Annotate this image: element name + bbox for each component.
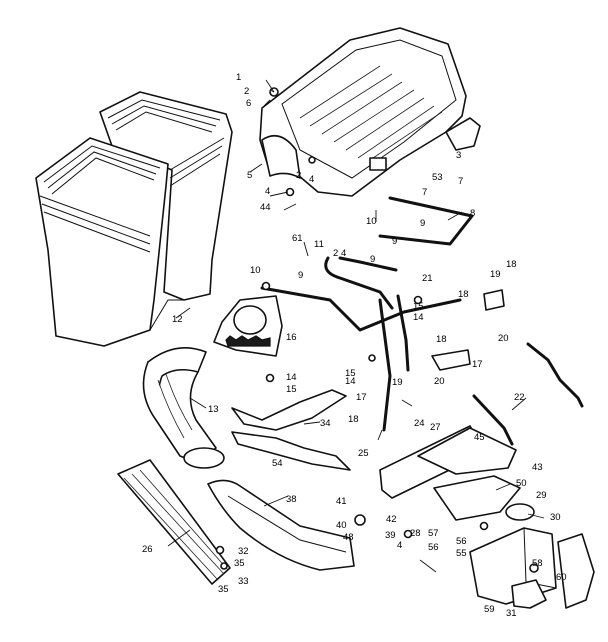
callout-59: 59 [484, 604, 495, 615]
callout-18c: 18 [436, 334, 447, 345]
catcher-cover [259, 27, 481, 197]
callout-32: 32 [238, 546, 249, 557]
callout-25: 25 [358, 448, 369, 459]
callout-54: 54 [272, 458, 283, 469]
callout-8: 8 [470, 208, 475, 219]
callout-30: 30 [550, 512, 561, 523]
callout-24: 24 [414, 418, 425, 429]
callout-13: 13 [208, 404, 219, 415]
callout-22: 22 [514, 392, 525, 403]
callout-55: 55 [456, 548, 467, 559]
callout-14b: 14 [345, 376, 356, 387]
callout-10a: 10 [366, 216, 377, 227]
callout-3: 3 [456, 150, 461, 161]
mounting-plate [213, 295, 283, 357]
callout-26: 26 [142, 544, 153, 555]
callout-15c: 15 [413, 301, 424, 312]
callout-1: 1 [236, 72, 241, 83]
callout-45: 45 [474, 432, 485, 443]
callout-48: 48 [343, 532, 354, 543]
callout-14a: 14 [286, 372, 297, 383]
callout-33: 33 [238, 576, 249, 587]
callout-19b: 19 [392, 377, 403, 388]
callout-9a: 9 [420, 218, 425, 229]
callout-17b: 17 [472, 359, 483, 370]
callout-58: 58 [532, 558, 543, 569]
blades [231, 389, 351, 471]
callout-7b: 7 [422, 187, 427, 198]
lift-rods [260, 196, 584, 446]
fasteners [215, 87, 539, 573]
callout-4d: 4 [397, 540, 402, 551]
callout-38: 38 [286, 494, 297, 505]
callout-56b: 56 [428, 542, 439, 553]
callout-53: 53 [432, 172, 443, 183]
leader-lines [167, 79, 545, 573]
callout-9b: 9 [392, 236, 397, 247]
callout-2b: 2 [296, 170, 301, 181]
callout-43: 43 [532, 462, 543, 473]
callout-2c: 2 [333, 248, 338, 259]
callout-50: 50 [516, 478, 527, 489]
callout-56a: 56 [456, 536, 467, 547]
grass-bags [35, 91, 233, 347]
elbow-chute [142, 346, 225, 469]
callout-61: 61 [292, 233, 303, 244]
callout-41: 41 [336, 496, 347, 507]
callout-35a: 35 [234, 558, 245, 569]
callout-7a: 7 [458, 176, 463, 187]
callout-18a: 18 [506, 259, 517, 270]
chute-section [207, 479, 355, 571]
callout-20a: 20 [498, 333, 509, 344]
adapter-housing [469, 503, 595, 609]
callout-34: 34 [320, 418, 331, 429]
callout-40: 40 [336, 520, 347, 531]
callout-4a: 4 [265, 186, 270, 197]
callout-18d: 18 [348, 414, 359, 425]
callout-19a: 19 [490, 269, 501, 280]
callout-20b: 20 [434, 376, 445, 387]
callout-18b: 18 [458, 289, 469, 300]
callout-27: 27 [430, 422, 441, 433]
callout-28: 28 [410, 528, 421, 539]
callout-44: 44 [260, 202, 271, 213]
callout-6: 6 [246, 98, 251, 109]
callout-29: 29 [536, 490, 547, 501]
callout-14c: 14 [413, 312, 424, 323]
mount-rails [379, 425, 521, 521]
callout-57: 57 [428, 528, 439, 539]
callout-16: 16 [286, 332, 297, 343]
callout-10b: 10 [250, 265, 261, 276]
callout-31: 31 [506, 608, 517, 619]
callout-9d: 9 [298, 270, 303, 281]
callout-17a: 17 [356, 392, 367, 403]
callout-35b: 35 [218, 584, 229, 595]
callout-11: 11 [314, 239, 324, 250]
callout-5: 5 [247, 170, 252, 181]
callout-9c: 9 [370, 254, 375, 265]
callout-39: 39 [385, 530, 396, 541]
callout-12: 12 [172, 314, 183, 325]
callout-4c: 4 [341, 248, 346, 259]
callout-21: 21 [422, 273, 433, 284]
callout-42: 42 [386, 514, 397, 525]
callout-2a: 2 [244, 86, 249, 97]
callout-15b: 15 [345, 368, 356, 379]
callout-60: 60 [556, 572, 567, 583]
callout-4b: 4 [309, 174, 314, 185]
lower-chute-tube [117, 459, 231, 585]
callout-15a: 15 [286, 384, 297, 395]
